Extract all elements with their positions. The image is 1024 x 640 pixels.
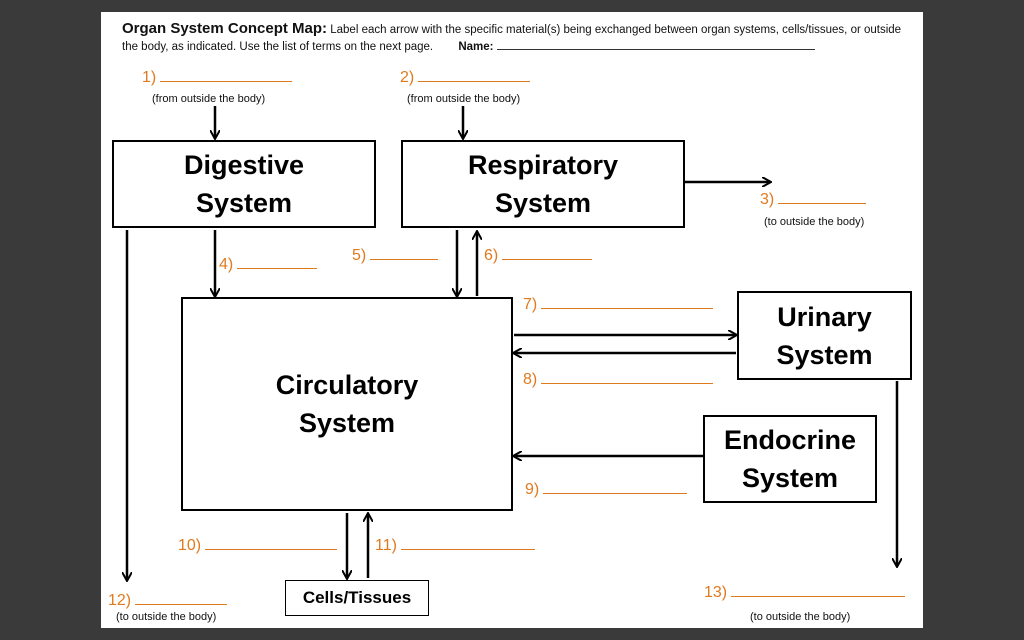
cells-tissues-box: Cells/Tissues (285, 580, 429, 616)
note-from-outside-1: (from outside the body) (152, 93, 266, 105)
digestive-system-box: Digestive System (112, 140, 376, 228)
blank-line (135, 590, 228, 605)
blank-line (160, 67, 293, 82)
endocrine-system-label: Endocrine System (723, 425, 857, 493)
respiratory-system-label: Respiratory System (467, 150, 619, 218)
blank-line (541, 369, 714, 384)
blank-line (778, 189, 867, 204)
label-11[interactable]: 11) (375, 535, 535, 555)
blank-line (418, 67, 531, 82)
blank-line (731, 582, 906, 597)
label-9[interactable]: 9) (525, 479, 688, 499)
name-field-line[interactable] (497, 39, 816, 50)
note-to-outside-13: (to outside the body) (750, 611, 851, 623)
worksheet-instructions: Label each arrow with the specific mater… (122, 24, 902, 53)
digestive-system-label: Digestive System (183, 150, 305, 218)
endocrine-system-box: Endocrine System (703, 415, 877, 503)
label-1[interactable]: 1) (142, 67, 293, 87)
blank-line (400, 535, 535, 550)
note-from-outside-2: (from outside the body) (407, 93, 521, 105)
blank-line (502, 245, 593, 260)
label-10[interactable]: 10) (178, 535, 338, 555)
label-6[interactable]: 6) (484, 245, 593, 265)
label-3[interactable]: 3) (760, 189, 867, 209)
label-13[interactable]: 13) (704, 582, 906, 602)
label-4[interactable]: 4) (219, 254, 318, 274)
blank-line (237, 254, 318, 269)
blank-line (205, 535, 338, 550)
label-7[interactable]: 7) (523, 294, 714, 314)
blank-line (541, 294, 714, 309)
respiratory-system-box: Respiratory System (401, 140, 685, 228)
label-8[interactable]: 8) (523, 369, 714, 389)
urinary-system-label: Urinary System (776, 301, 873, 370)
label-5[interactable]: 5) (352, 245, 439, 265)
worksheet-header: Organ System Concept Map: Label each arr… (122, 20, 912, 56)
label-2[interactable]: 2) (400, 67, 531, 87)
label-12[interactable]: 12) (108, 590, 228, 610)
urinary-system-box: Urinary System (737, 291, 912, 380)
worksheet-title: Organ System Concept Map: (122, 20, 328, 37)
note-to-outside-12: (to outside the body) (116, 611, 217, 623)
blank-line (370, 245, 439, 260)
cells-tissues-label: Cells/Tissues (302, 588, 412, 607)
name-label: Name: (458, 41, 494, 53)
note-to-outside-3: (to outside the body) (764, 216, 865, 228)
blank-line (543, 479, 688, 494)
circulatory-system-label: Circulatory System (275, 370, 419, 438)
circulatory-system-box: Circulatory System (181, 297, 513, 511)
